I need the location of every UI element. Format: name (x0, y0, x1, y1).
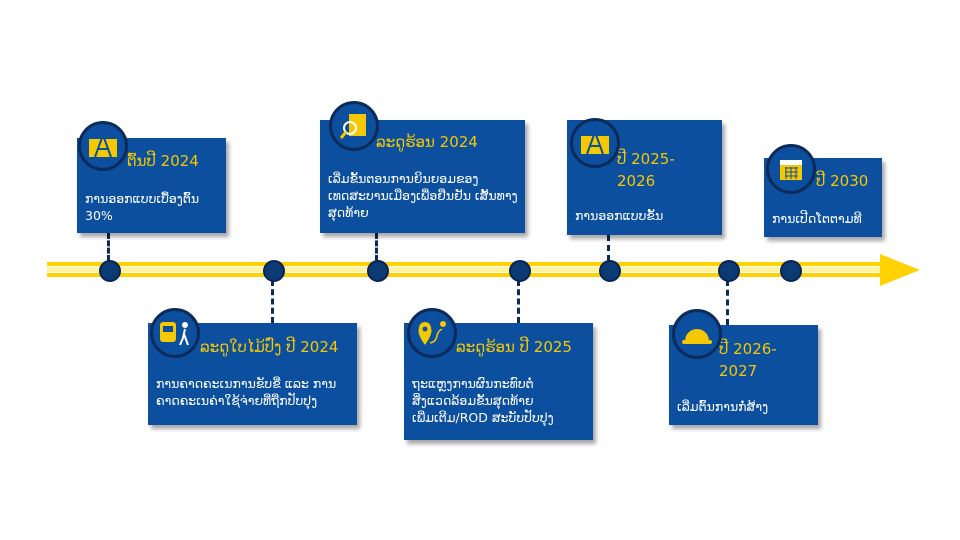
timeline-dot (718, 260, 740, 282)
milestone-description: ການອອກແບບຂັ້ນ (575, 208, 664, 223)
route-pin-icon (407, 308, 457, 358)
connector (375, 233, 378, 261)
connector (107, 233, 110, 261)
milestone-description: ເລີ່ມຕົ້ນການກໍ່ສ້າງ (677, 399, 769, 414)
milestone-title: ຕົ້ນປີ 2024 (127, 152, 199, 170)
milestone-description: ການເປີດໂຕຕາມທີ (772, 211, 862, 226)
milestone-title: ປີ 2030 (816, 172, 869, 190)
milestone-description: ເລີ່ມຂັ້ນຕອນການຍິນຍອມຂອງ ເທດສະບານເມືອງເພ… (328, 171, 518, 220)
connector (726, 280, 729, 325)
milestone-description: ການອອກແບບເບື້ອງຕົ້ນ 30% (85, 191, 200, 223)
timeline-dot (99, 260, 121, 282)
milestone-card: ຕົ້ນປີ 2024 ການອອກແບບເບື້ອງຕົ້ນ 30% (77, 138, 226, 233)
milestone-title: ປີ 2025-2026 (617, 150, 675, 190)
hard-hat-icon (672, 309, 722, 359)
drafting-compass-icon (570, 118, 620, 168)
timeline-dot (509, 260, 531, 282)
calendar-icon (766, 144, 816, 194)
milestone-description: ການຄາດຄະເນການຂັບຂີ່ ແລະ ການ ຄາດຄະເນຄ່າໃຊ… (156, 376, 337, 408)
timeline-dot (367, 260, 389, 282)
milestone-title: ລະດູຮ້ອນ ປີ 2025 (456, 338, 572, 356)
milestone-title: ລະດູຮ້ອນ 2024 (376, 133, 478, 151)
document-search-icon (329, 101, 379, 151)
bus-pedestrian-icon (150, 308, 200, 358)
connector (271, 280, 274, 323)
drafting-compass-icon (78, 121, 128, 171)
connector (607, 235, 610, 261)
milestone-card: ປີ 2026-2027 ເລີ່ມຕົ້ນການກໍ່ສ້າງ (669, 325, 818, 425)
milestone-title: ປີ 2026-2027 (719, 340, 777, 380)
timeline-dot (263, 260, 285, 282)
milestone-title: ລະດູໃບໄມ້ປົ່ງ ປີ 2024 (200, 338, 339, 356)
timeline-dot (599, 260, 621, 282)
timeline-dot (780, 260, 802, 282)
connector (517, 280, 520, 323)
milestone-description: ຖະແຫຼງການຜົນກະທົບຕໍ່ ສິ່ງແວດລ້ອມຂັ້ນສຸດທ… (412, 376, 554, 425)
milestone-card: ປີ 2030 ການເປີດໂຕຕາມທີ (764, 158, 882, 237)
